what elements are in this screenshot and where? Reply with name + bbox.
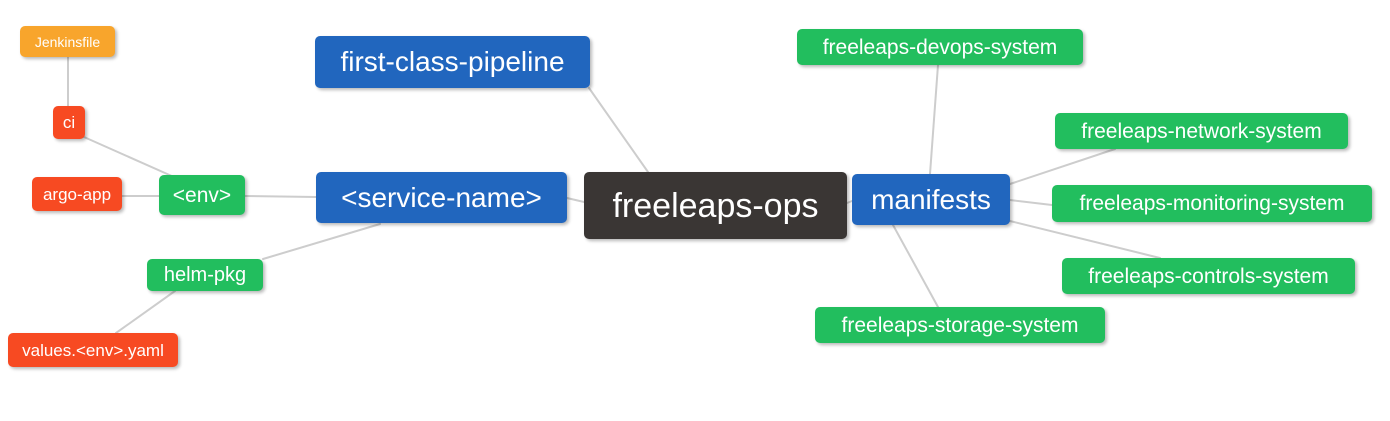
edge-helm-pkg-to-service-name — [262, 223, 381, 260]
edge-manifests-to-freeleaps-network-system — [1009, 148, 1116, 185]
node-service-name[interactable]: <service-name> — [316, 172, 567, 223]
node-label: freeleaps-monitoring-system — [1079, 192, 1345, 215]
node-freeleaps-ops[interactable]: freeleaps-ops — [584, 172, 847, 239]
node-label: helm-pkg — [163, 264, 247, 286]
node-argo-app[interactable]: argo-app — [32, 177, 122, 211]
node-freeleaps-controls-system[interactable]: freeleaps-controls-system — [1062, 258, 1355, 294]
node-label: freeleaps-storage-system — [841, 313, 1079, 337]
edge-first-class-pipeline-to-freeleaps-ops — [588, 87, 649, 173]
node-ci[interactable]: ci — [53, 106, 85, 139]
node-label: Jenkinsfile — [34, 33, 101, 50]
edge-helm-pkg-to-values-env-yaml — [115, 290, 176, 334]
node-label: manifests — [871, 183, 991, 215]
node-manifests[interactable]: manifests — [852, 174, 1010, 225]
node-label: freeleaps-network-system — [1081, 119, 1322, 143]
node-label: freeleaps-ops — [612, 186, 819, 225]
node-first-class-pipeline[interactable]: first-class-pipeline — [315, 36, 590, 88]
edge-ci-to-env — [83, 136, 175, 178]
edge-manifests-to-freeleaps-storage-system — [892, 224, 939, 308]
node-label: values.<env>.yaml — [22, 340, 164, 360]
edge-manifests-to-freeleaps-monitoring-system — [1009, 199, 1053, 206]
node-freeleaps-network-system[interactable]: freeleaps-network-system — [1055, 113, 1348, 149]
node-label: <env> — [172, 183, 232, 207]
node-label: argo-app — [42, 184, 112, 204]
edge-env-to-service-name — [244, 195, 317, 198]
node-freeleaps-storage-system[interactable]: freeleaps-storage-system — [815, 307, 1105, 343]
node-env[interactable]: <env> — [159, 175, 245, 215]
node-jenkinsfile[interactable]: Jenkinsfile — [20, 26, 115, 57]
edge-manifests-to-freeleaps-controls-system — [1009, 220, 1161, 259]
node-freeleaps-devops-system[interactable]: freeleaps-devops-system — [797, 29, 1083, 65]
node-label: ci — [62, 113, 76, 132]
node-values-env-yaml[interactable]: values.<env>.yaml — [8, 333, 178, 367]
edge-manifests-to-freeleaps-devops-system — [929, 64, 939, 175]
node-freeleaps-monitoring-system[interactable]: freeleaps-monitoring-system — [1052, 185, 1372, 222]
node-label: first-class-pipeline — [340, 46, 565, 77]
node-label: freeleaps-controls-system — [1088, 264, 1329, 288]
edge-service-name-to-freeleaps-ops — [566, 197, 585, 203]
node-helm-pkg[interactable]: helm-pkg — [147, 259, 263, 291]
node-label: <service-name> — [341, 181, 542, 213]
node-label: freeleaps-devops-system — [822, 35, 1058, 59]
